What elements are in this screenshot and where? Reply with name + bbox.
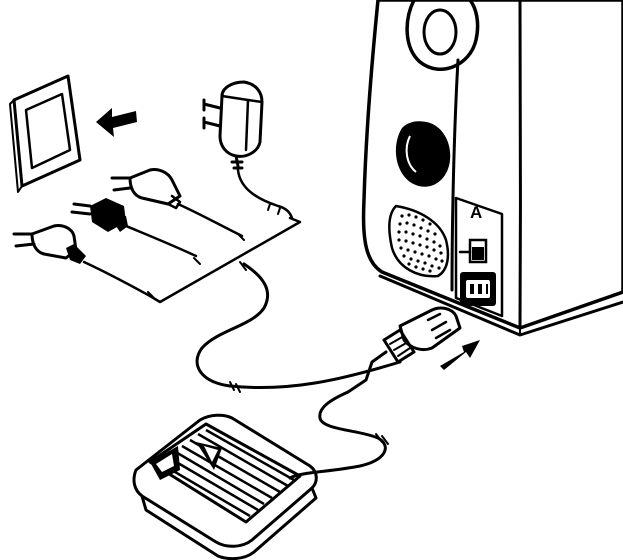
plug-eu-two-pin: [112, 169, 242, 236]
plug-two-pin-with-strain-relief: [14, 225, 150, 296]
power-switch-icon: [460, 240, 486, 262]
cord-card-outline: [148, 218, 300, 302]
handwheel-icon: [407, 0, 477, 69]
sewing-machine-body: A: [364, 0, 623, 335]
ac-adapter: [204, 82, 292, 218]
machine-socket: [460, 272, 496, 306]
wall-outlet: [10, 76, 80, 192]
foot-controller-cord: [290, 392, 388, 478]
machine-label-a: A: [470, 203, 482, 222]
dial-knob-icon: [396, 121, 450, 186]
vent-grille: [389, 206, 448, 276]
arrow-to-socket-icon: [440, 340, 480, 370]
foot-controller: [134, 415, 316, 558]
cord-connector: [348, 308, 460, 392]
arrow-to-outlet-icon: [96, 108, 137, 137]
